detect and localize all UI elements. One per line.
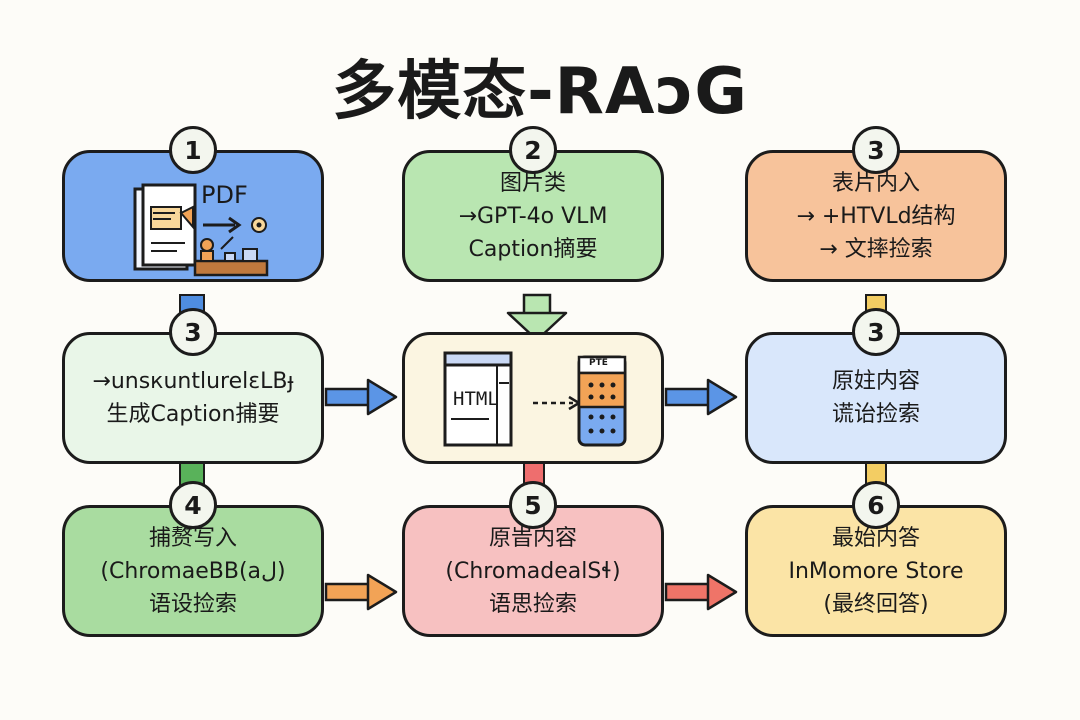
step-badge: 5: [509, 481, 557, 529]
step-badge: 4: [169, 481, 217, 529]
step-badge: 3: [169, 308, 217, 356]
node-label: 表片内入: [831, 170, 920, 196]
node-table: 表片内入 → +HTVLd结构 → 文摔捡索: [745, 150, 1007, 282]
step-badge: 2: [509, 126, 557, 174]
step-badge: 3: [852, 308, 900, 356]
right-arrow-icon: [324, 573, 398, 611]
html-page-icon: [443, 351, 513, 447]
node-label: 图片类: [499, 170, 566, 196]
right-arrow-icon: [664, 378, 738, 416]
right-arrow-icon: [324, 378, 398, 416]
grid-table-icon: [577, 355, 627, 447]
node-label: 语思捡索: [488, 591, 577, 617]
person-desk-icon: [193, 236, 269, 277]
arrow-icon: [203, 216, 242, 234]
node-label: 最始内答: [831, 525, 920, 551]
dashed-arrow-icon: [533, 395, 582, 411]
node-label: (ChromaeBB(aل): [100, 558, 286, 584]
down-arrow-icon: [506, 293, 568, 342]
pte-label: PTE: [589, 358, 608, 368]
step-badge: 1: [169, 126, 217, 174]
node-label: 语设捡索: [148, 591, 237, 617]
node-label: InMomore Store: [788, 558, 964, 584]
right-arrow-icon: [664, 573, 738, 611]
target-icon: [251, 217, 267, 233]
html-label: HTML: [453, 388, 499, 410]
node-html: HTML PTE: [402, 332, 664, 464]
diagram-title: 多模态-RAɔG: [332, 55, 748, 129]
document-icon: [133, 183, 197, 271]
node-label: PDF: [201, 181, 248, 209]
node-label: →GPT-4o VLM: [458, 203, 608, 229]
step-badge: 6: [852, 481, 900, 529]
node-label: Caption摘要: [468, 236, 598, 262]
node-label: 谎诒捡索: [831, 402, 920, 427]
step-badge: 3: [852, 126, 900, 174]
node-label: →unsкuntlurelɛLBɟ: [92, 369, 294, 394]
node-label: 捕赘写入: [148, 525, 237, 551]
node-label: (ChromadealSɬ): [445, 558, 621, 584]
node-label: (最终回答): [823, 591, 929, 617]
node-label: 生成Caption捕要: [106, 402, 280, 427]
node-label: → 文摔捡索: [819, 236, 933, 262]
node-label: 原妵内容: [831, 369, 920, 394]
node-label: → +HTVLd结构: [796, 203, 956, 229]
node-label: 原旹内容: [488, 525, 577, 551]
